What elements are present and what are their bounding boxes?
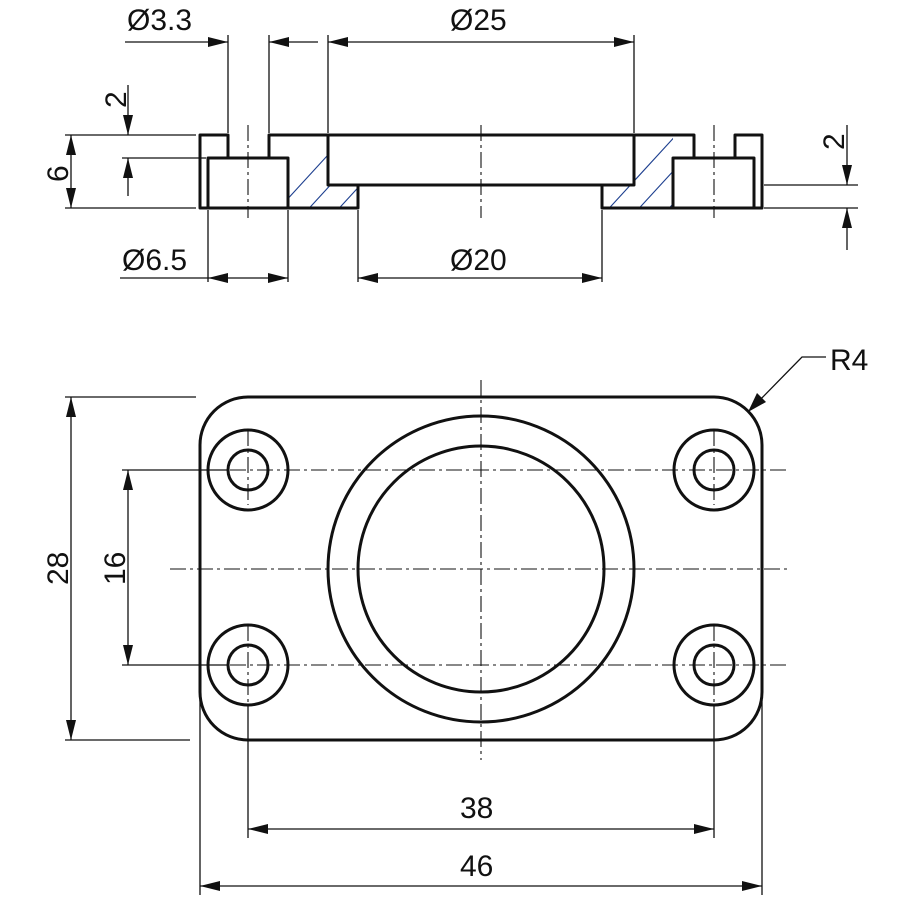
dimension-label: 6 xyxy=(42,165,75,182)
dimension-label: 2 xyxy=(818,133,851,150)
dimension-label: R4 xyxy=(830,344,868,377)
section-hatching xyxy=(288,135,358,208)
dimension-hole-spacing-horizontal: 38 xyxy=(248,792,714,834)
dimension-counterbore-diameter: Ø6.5 xyxy=(120,244,288,283)
section-view: Ø3.3 Ø25 2 6 Ø6.5 xyxy=(42,4,858,283)
section-hatching-right xyxy=(602,135,673,208)
dimension-plate-width: 46 xyxy=(200,850,762,891)
dimension-label: 28 xyxy=(42,552,75,585)
dimension-label: 2 xyxy=(100,91,133,108)
section-extension-lines xyxy=(65,35,858,282)
dimension-label: Ø3.3 xyxy=(127,4,192,37)
plan-centerlines xyxy=(170,380,790,760)
dimension-recess-depth: 2 xyxy=(818,125,852,250)
dimension-counterbore-hole-diameter: Ø3.3 xyxy=(125,4,318,47)
dimension-plate-thickness: 6 xyxy=(42,135,76,208)
dimension-recess-diameter: Ø25 xyxy=(328,4,634,47)
dimension-counterbore-depth: 2 xyxy=(100,85,133,196)
dimension-label: Ø25 xyxy=(450,4,507,37)
dimension-hole-spacing-vertical: 16 xyxy=(99,470,133,665)
plan-view: R4 28 16 38 46 xyxy=(42,344,868,895)
plan-extension-lines xyxy=(65,396,763,895)
dimension-label: 46 xyxy=(460,850,493,883)
dimension-bore-diameter: Ø20 xyxy=(358,244,602,283)
dimension-label: Ø6.5 xyxy=(122,244,187,277)
dimension-label: 38 xyxy=(460,792,493,825)
dimension-label: Ø20 xyxy=(450,244,507,277)
dimension-plate-height: 28 xyxy=(42,397,76,740)
section-centerlines xyxy=(247,125,715,218)
dimension-label: 16 xyxy=(99,552,132,585)
dimension-corner-radius: R4 xyxy=(748,344,868,412)
